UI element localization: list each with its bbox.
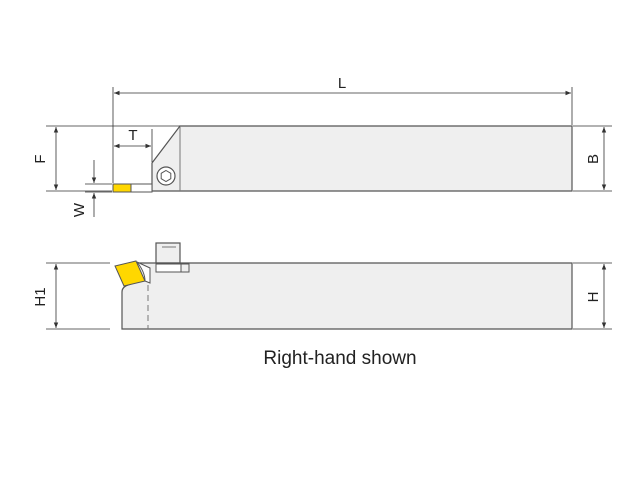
dim-label-H1: H1 [32, 287, 49, 306]
dimension-B: B [573, 125, 612, 192]
insert-top [112, 183, 132, 193]
dim-label-W: W [71, 202, 88, 217]
caption: Right-hand shown [263, 348, 416, 369]
front-view [114, 242, 573, 330]
dim-label-H: H [585, 292, 602, 303]
dimension-L: L [112, 75, 573, 183]
dimension-H1: H1 [32, 262, 110, 330]
dim-label-L: L [338, 75, 346, 92]
clamp-screw-icon [156, 166, 176, 186]
top-view [112, 125, 573, 193]
dimension-H: H [573, 262, 612, 330]
dim-label-F: F [32, 154, 49, 163]
dimension-T: T [114, 127, 153, 162]
dimension-F: F [32, 125, 180, 192]
dim-label-T: T [128, 127, 137, 144]
dimension-W: W [71, 160, 112, 217]
front-view-body [121, 262, 573, 330]
top-view-body [151, 125, 573, 192]
front-view-clamp [155, 242, 181, 264]
dim-label-B: B [585, 154, 602, 164]
